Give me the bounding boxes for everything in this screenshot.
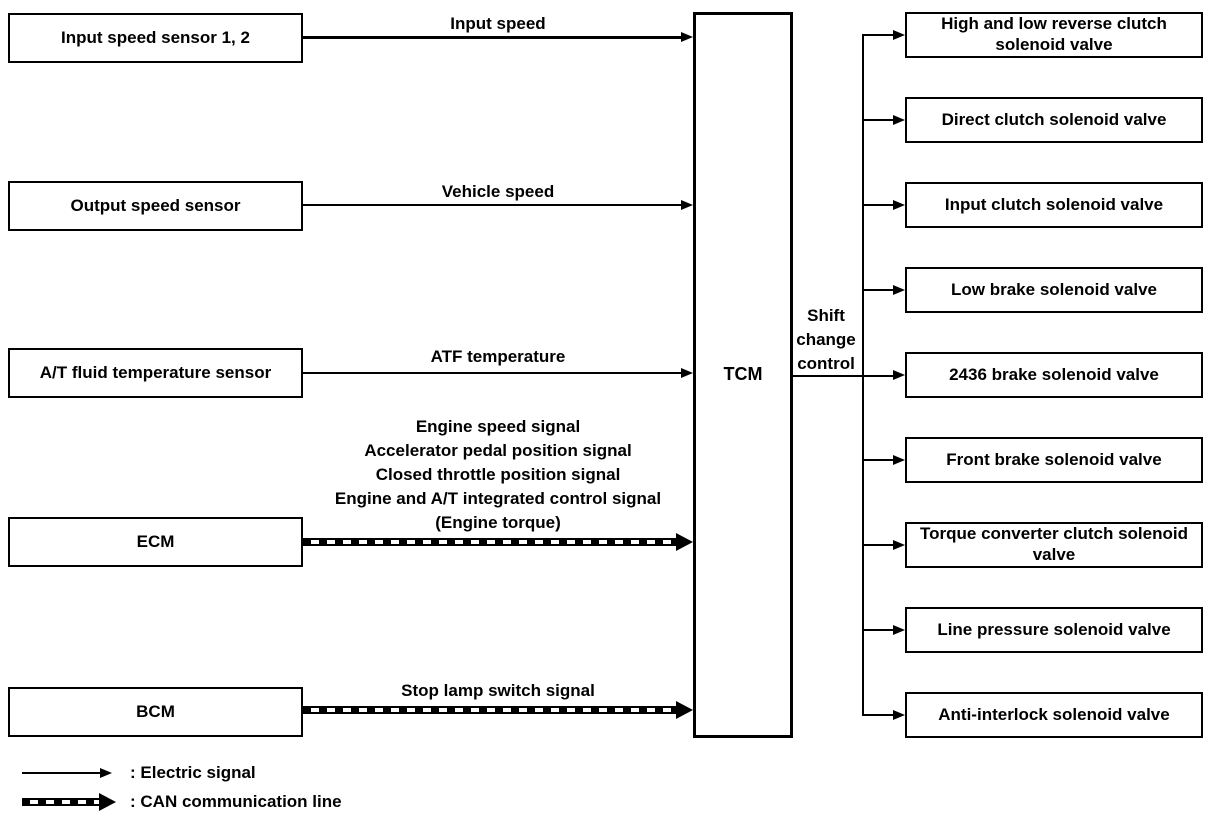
signal-label-input-speed: Input speed: [450, 14, 546, 33]
box-front-brake-solenoid: Front brake solenoid valve: [905, 437, 1203, 483]
arrowhead-atf-temperature-icon: [681, 368, 693, 378]
arrowhead-direct-clutch-icon: [893, 115, 905, 125]
arrowhead-vehicle-speed-icon: [681, 200, 693, 210]
arrowhead-bcm-can-icon: [676, 701, 693, 719]
shift-control-line: [791, 375, 893, 377]
box-line-pressure-solenoid: Line pressure solenoid valve: [905, 607, 1203, 653]
arrowhead-front-brake-icon: [893, 455, 905, 465]
box-output-speed-sensor: Output speed sensor: [8, 181, 303, 231]
box-tcm: TCM: [693, 12, 793, 738]
signal-label-stop-lamp-switch: Stop lamp switch signal: [401, 681, 595, 700]
box-at-fluid-temperature-sensor-label: A/T fluid temperature sensor: [39, 362, 272, 382]
branch-line-anti-interlock: [862, 714, 893, 716]
box-output-speed-sensor-label: Output speed sensor: [70, 195, 241, 215]
branch-line-input-clutch: [862, 204, 893, 206]
arrowhead-input-speed-icon: [681, 32, 693, 42]
box-front-brake-solenoid-label: Front brake solenoid valve: [946, 449, 1162, 469]
arrowhead-ecm-can-icon: [676, 533, 693, 551]
electric-line-atf-temperature: [303, 372, 681, 374]
box-direct-clutch-solenoid-label: Direct clutch solenoid valve: [941, 109, 1167, 129]
signal-label-vehicle-speed: Vehicle speed: [441, 182, 555, 201]
legend-electric-label: : Electric signal: [130, 763, 256, 782]
box-input-clutch-solenoid: Input clutch solenoid valve: [905, 182, 1203, 228]
box-2436-brake-solenoid: 2436 brake solenoid valve: [905, 352, 1203, 398]
box-at-fluid-temperature-sensor: A/T fluid temperature sensor: [8, 348, 303, 398]
arrowhead-2436-brake-icon: [893, 370, 905, 380]
box-low-brake-solenoid-label: Low brake solenoid valve: [951, 279, 1157, 299]
legend-electric-line: [22, 772, 100, 774]
box-direct-clutch-solenoid: Direct clutch solenoid valve: [905, 97, 1203, 143]
box-2436-brake-solenoid-label: 2436 brake solenoid valve: [949, 364, 1159, 384]
branch-line-line-pressure: [862, 629, 893, 631]
branch-line-front-brake: [862, 459, 893, 461]
branch-line-direct-clutch: [862, 119, 893, 121]
box-torque-converter-clutch-solenoid-label: Torque converter clutch solenoid valve: [920, 524, 1188, 564]
arrowhead-low-brake-icon: [893, 285, 905, 295]
legend-can-label: : CAN communication line: [130, 792, 342, 811]
box-ecm: ECM: [8, 517, 303, 567]
box-tcm-label: TCM: [723, 364, 763, 385]
signal-label-atf-temperature: ATF temperature: [430, 347, 566, 366]
electric-line-vehicle-speed: [303, 204, 681, 206]
branch-line-high-low-reverse: [862, 34, 893, 36]
box-input-speed-sensor-label: Input speed sensor 1, 2: [61, 27, 250, 47]
box-anti-interlock-solenoid-label: Anti-interlock solenoid valve: [938, 704, 1170, 724]
box-anti-interlock-solenoid: Anti-interlock solenoid valve: [905, 692, 1203, 738]
output-bus-vertical-line: [862, 34, 864, 716]
arrowhead-anti-interlock-icon: [893, 710, 905, 720]
box-torque-converter-clutch-solenoid: Torque converter clutch solenoid valve: [905, 522, 1203, 568]
box-line-pressure-solenoid-label: Line pressure solenoid valve: [937, 619, 1171, 639]
box-high-low-reverse-clutch-solenoid: High and low reverse clutch solenoid val…: [905, 12, 1203, 58]
branch-line-low-brake: [862, 289, 893, 291]
can-line-ecm: [303, 538, 677, 546]
box-input-clutch-solenoid-label: Input clutch solenoid valve: [944, 194, 1164, 214]
arrowhead-line-pressure-icon: [893, 625, 905, 635]
box-bcm-label: BCM: [136, 701, 175, 721]
arrowhead-torque-converter-icon: [893, 540, 905, 550]
arrowhead-high-low-reverse-icon: [893, 30, 905, 40]
arrowhead-input-clutch-icon: [893, 200, 905, 210]
box-input-speed-sensor: Input speed sensor 1, 2: [8, 13, 303, 63]
legend-can-arrowhead-icon: [99, 793, 116, 811]
branch-line-torque-converter: [862, 544, 893, 546]
box-bcm: BCM: [8, 687, 303, 737]
legend-can-line: [22, 798, 100, 806]
box-ecm-label: ECM: [136, 531, 175, 551]
box-low-brake-solenoid: Low brake solenoid valve: [905, 267, 1203, 313]
electric-line-input-speed: [303, 36, 681, 39]
signal-label-ecm-can-signals: Engine speed signal Accelerator pedal po…: [334, 417, 662, 532]
label-shift-change-control: Shift change control: [796, 306, 856, 373]
can-line-bcm: [303, 706, 677, 714]
box-high-low-reverse-clutch-solenoid-label: High and low reverse clutch solenoid val…: [941, 14, 1167, 54]
legend-electric-arrowhead-icon: [100, 768, 112, 778]
